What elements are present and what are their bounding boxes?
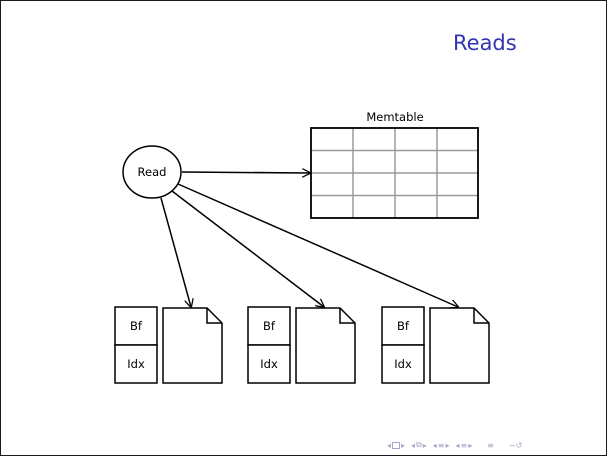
nav-subsection-lines-icon: ≡ <box>460 440 468 450</box>
nav-subsection-forward-icon[interactable]: ▸ <box>468 440 473 450</box>
nav-subsection-boxes-icon: ⧉ <box>416 440 422 449</box>
index-box <box>114 344 158 384</box>
bloom-filter-label: Bf <box>130 319 143 333</box>
nav-section-next-icon[interactable]: ▸ <box>445 440 450 450</box>
nav-align-icon[interactable]: ≡ <box>487 440 494 450</box>
read-node-label: Read <box>138 165 167 179</box>
slide-title: Reads <box>453 31 517 55</box>
bloom-filter-label: Bf <box>397 319 410 333</box>
arrows <box>160 172 458 307</box>
index-label: Idx <box>127 357 145 371</box>
nav-frame-box-icon <box>392 441 401 449</box>
index-label: Idx <box>260 357 278 371</box>
sstable-2: Bf Idx <box>247 306 356 384</box>
arrow-read-to-sstable-1 <box>160 197 191 307</box>
navigation-bar: ◂ ▸ ◂ ⧉ ▸ ◂ ≡ ▸ ◂ ≡ ▸ ≡ ∽↺ <box>387 439 522 451</box>
sstable-1: Bf Idx <box>114 306 223 384</box>
data-file-icon <box>162 307 223 384</box>
data-file-icon <box>429 307 490 384</box>
sstable-3: Bf Idx <box>381 306 490 384</box>
nav-section-prev-icon[interactable]: ◂ <box>432 440 437 450</box>
nav-search-icon[interactable]: ∽↺ <box>508 440 523 450</box>
arrow-read-to-sstable-2 <box>171 190 324 307</box>
arrow-read-to-memtable <box>181 172 310 173</box>
memtable-label: Memtable <box>366 110 423 124</box>
memtable: Memtable <box>310 110 479 219</box>
index-label: Idx <box>394 357 412 371</box>
bloom-filter-label: Bf <box>263 319 276 333</box>
nav-subsection-back-icon[interactable]: ◂ <box>455 440 460 450</box>
nav-section-lines-icon: ≡ <box>437 440 445 450</box>
nav-frame-prev-icon[interactable]: ◂ <box>387 440 392 450</box>
arrow-read-to-sstable-3 <box>177 183 458 307</box>
nav-subsection-prev-icon[interactable]: ◂ <box>411 440 416 450</box>
index-box <box>247 344 291 384</box>
data-file-icon <box>295 307 356 384</box>
index-box <box>381 344 425 384</box>
nav-frame-next-icon[interactable]: ▸ <box>401 440 406 450</box>
read-node: Read <box>122 145 182 199</box>
nav-subsection-next-icon[interactable]: ▸ <box>422 440 427 450</box>
memtable-grid <box>310 127 479 219</box>
